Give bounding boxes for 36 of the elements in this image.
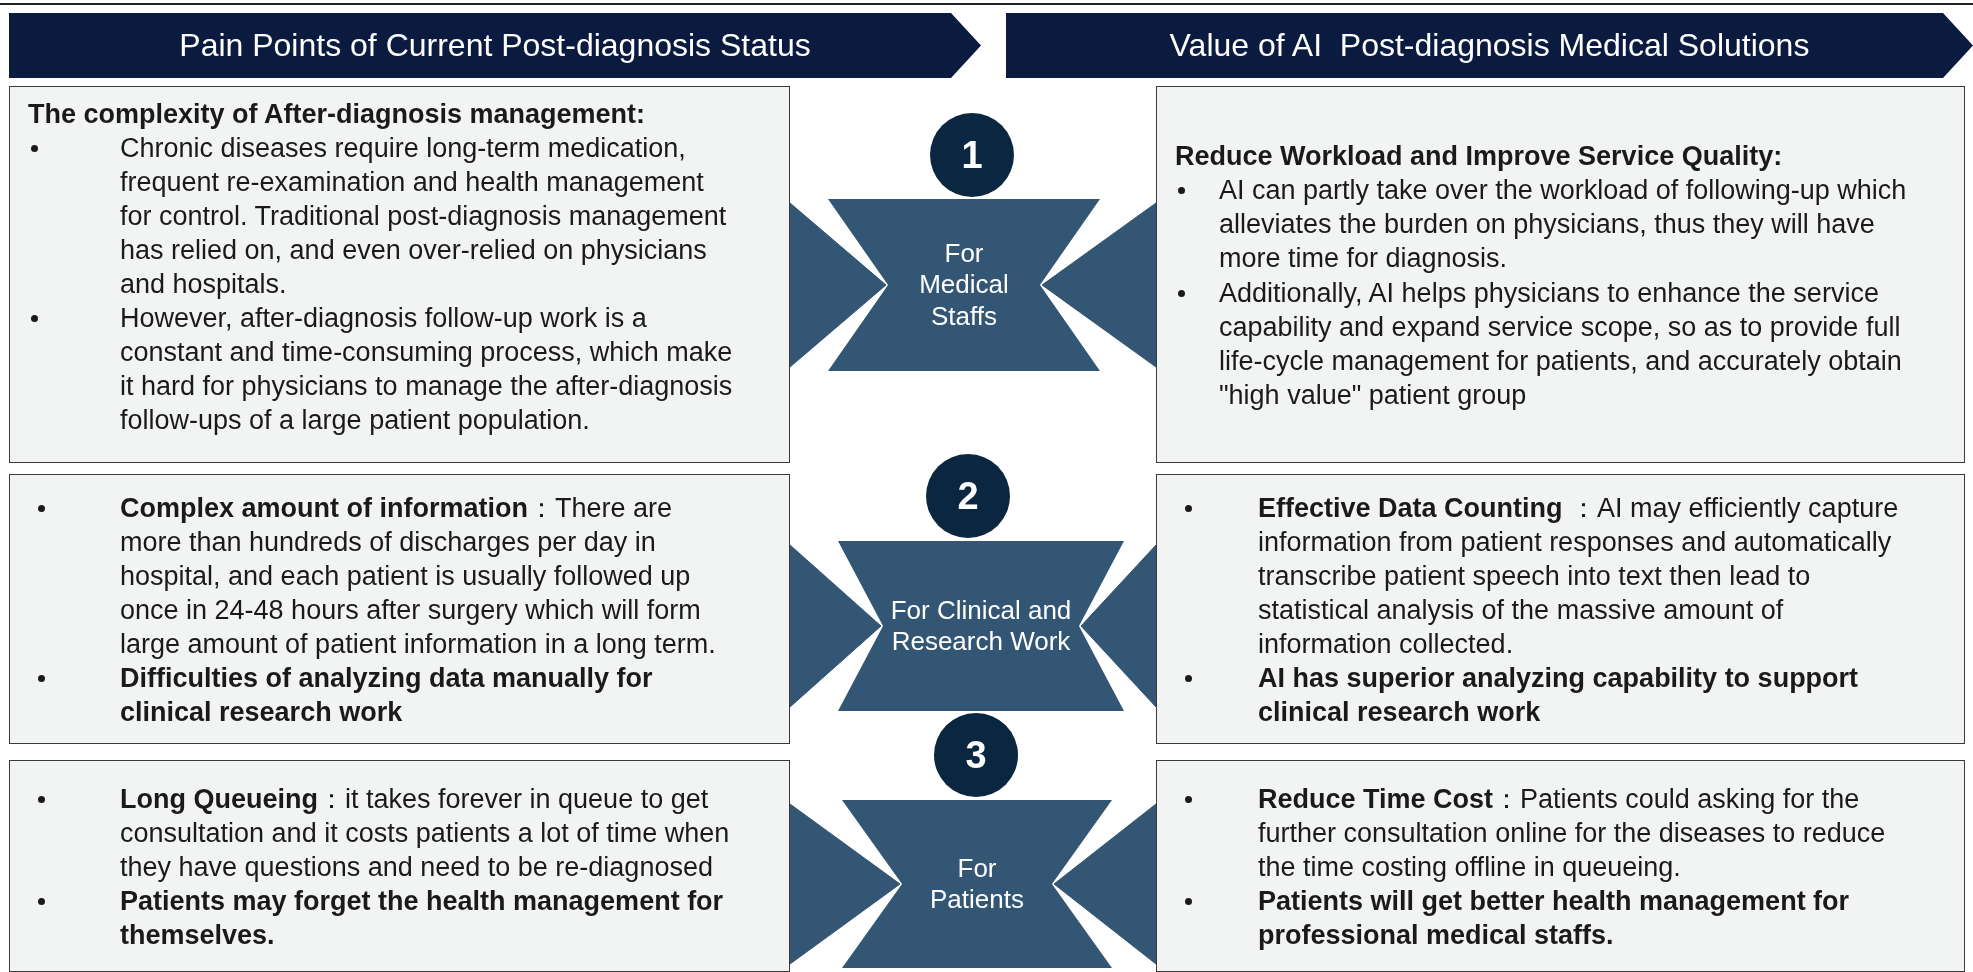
text-panel: [1156, 760, 1965, 972]
bullet-text: Patients will get better health management for professional medical staffs.: [1175, 884, 1916, 953]
chevron-arrow: [789, 803, 901, 965]
bullet-text: AI can partly take over the workload of following-up which alleviates the burden on physicians, thus they will have more time for diagnosis.: [1175, 173, 1916, 276]
chevron-arrow: [1080, 544, 1157, 708]
text-panel: [1156, 86, 1965, 463]
chevron-arrow: [1041, 202, 1157, 368]
text-panel: [9, 86, 790, 463]
bullet-text: Effective Data Counting ：AI may efficiently capture information from patient responses and automatically transcribe patient speech into text then lead to statistical analysis of the massive amount of information collected.: [1175, 490, 1916, 661]
panel-heading: The complexity of After-diagnosis management:: [28, 98, 647, 131]
chevron-arrow: [789, 544, 882, 708]
step-number: 1: [961, 133, 983, 177]
bullet-text: Reduce Time Cost：Patients could asking for the further consultation online for the diseases to reduce the time costing offline in queueing.: [1175, 781, 1916, 884]
bullet-text: Complex amount of information：There are more than hundreds of discharges per day in hospital, and each patient is usually followed up once in 24-48 hours after surgery which will form large amount of patient information in a long term.: [28, 490, 741, 661]
header-title: Value of AI Post-diagnosis Medical Solutions: [1169, 27, 1810, 64]
category-label: For Clinical and Research Work: [889, 594, 1073, 658]
chevron-arrow: [789, 202, 887, 368]
category-label: For Medical Staffs: [918, 238, 1010, 332]
text-panel: [9, 760, 790, 972]
header-title: Pain Points of Current Post-diagnosis Status: [179, 27, 811, 64]
step-number: 3: [965, 733, 987, 777]
text-panel: [1156, 474, 1965, 744]
bullet-text: Long Queueing：it takes forever in queue to get consultation and it costs patients a lot of time when they have questions and need to be re-diagnosed: [28, 781, 741, 884]
bullet-text: Chronic diseases require long-term medication, frequent re-examination and health management for control. Traditional post-diagnosis management has relied on, and even over-relied on physicians and hospitals.: [28, 131, 741, 302]
header-banner: [1006, 13, 1973, 78]
category-label: For Patients: [929, 852, 1025, 916]
text-panel: [9, 474, 790, 744]
header-banner: [9, 13, 981, 78]
bullet-text: However, after-diagnosis follow-up work is a constant and time-consuming process, which make it hard for physicians to manage the after-diagnosis follow-ups of a large patient population.: [28, 301, 741, 438]
bullet-text: Patients may forget the health management for themselves.: [28, 884, 741, 953]
chevron-arrow: [1053, 803, 1157, 965]
bullet-text: Additionally, AI helps physicians to enhance the service capability and expand service scope, so as to provide full life-cycle management for patients, and accurately obtain "high value" patient group: [1175, 275, 1916, 412]
bullet-text: AI has superior analyzing capability to support clinical research work: [1175, 661, 1916, 730]
panel-heading: Reduce Workload and Improve Service Quality:: [1175, 140, 1784, 174]
step-number: 2: [957, 474, 979, 518]
bullet-text: Difficulties of analyzing data manually for clinical research work: [28, 661, 741, 730]
